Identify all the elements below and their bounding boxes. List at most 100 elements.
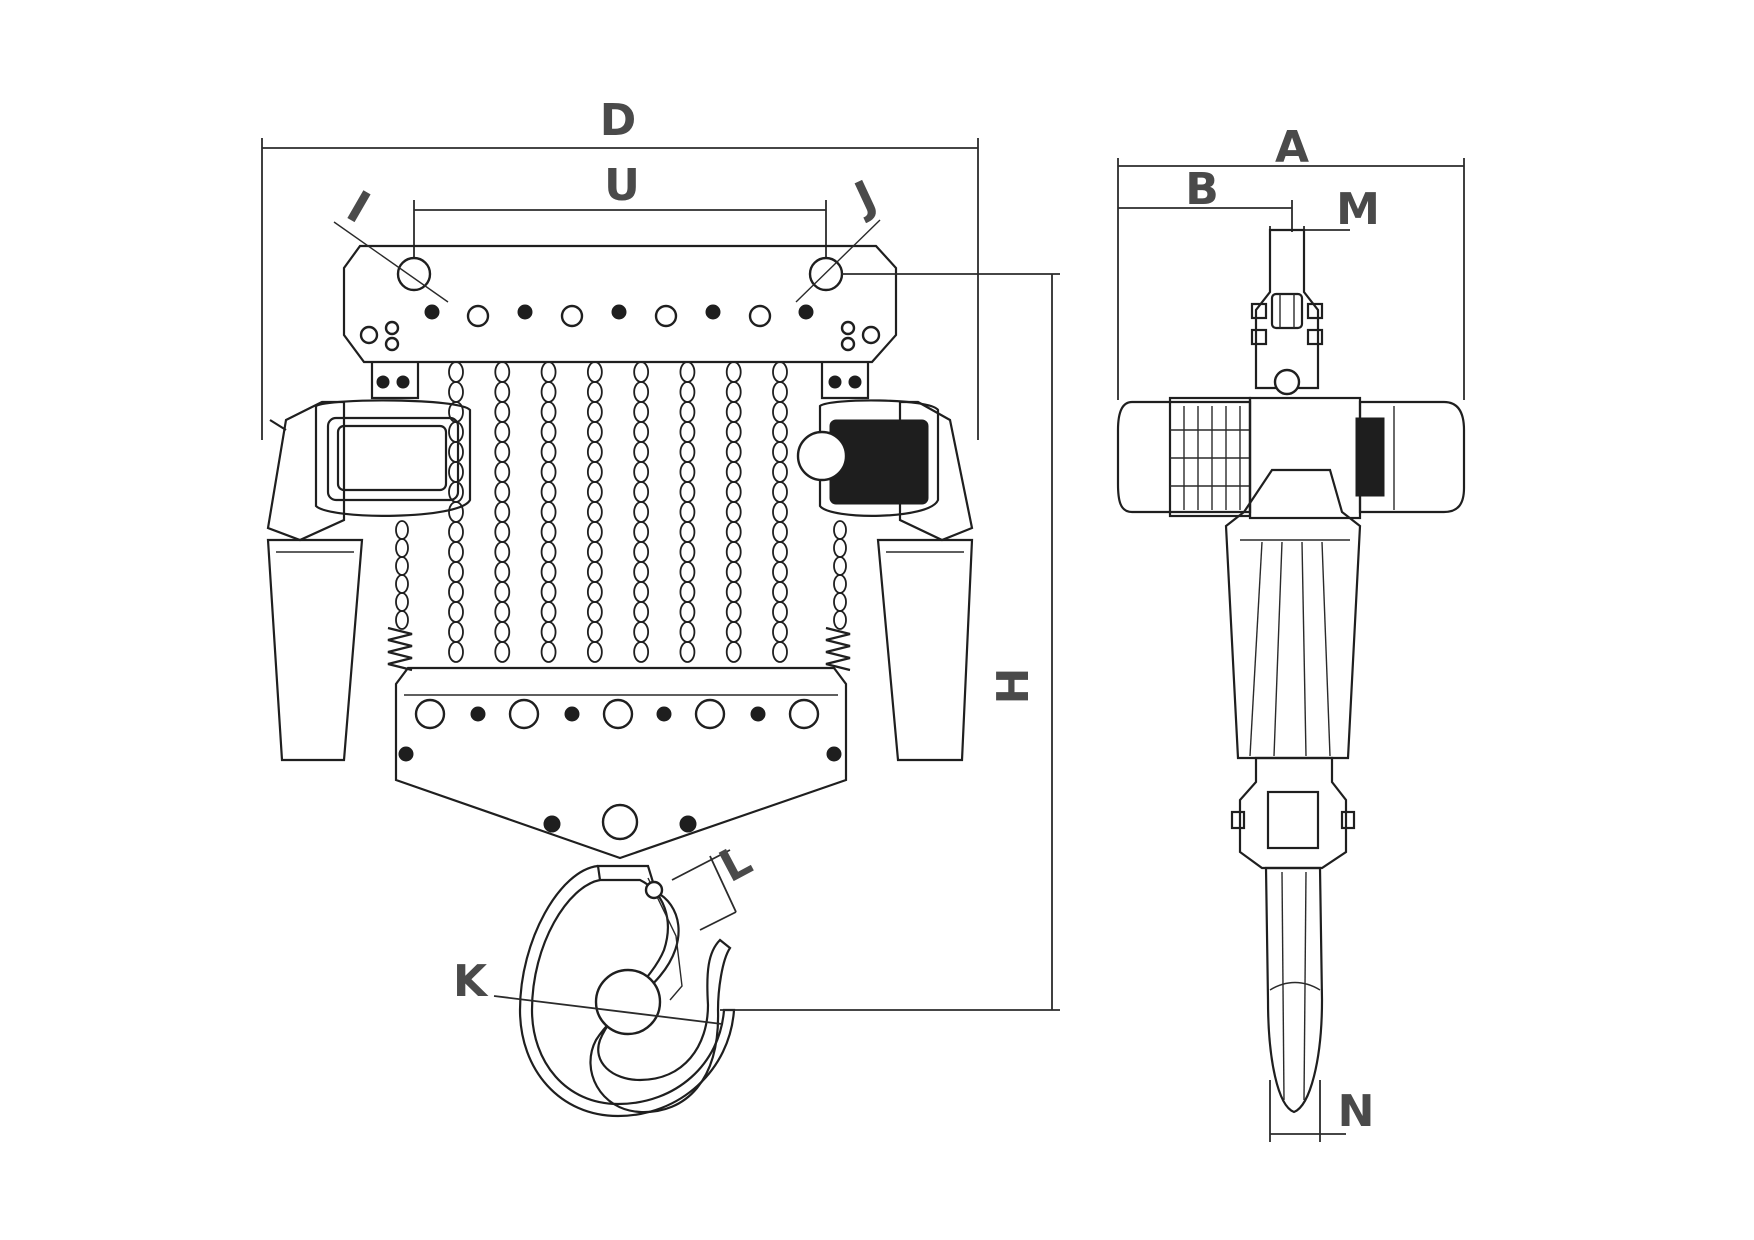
chain-link — [494, 441, 511, 463]
right-motor-unit — [796, 399, 974, 762]
chain-link — [833, 574, 847, 594]
side-chain — [395, 520, 409, 630]
dimension-a: A — [1117, 122, 1465, 400]
chain-link — [633, 561, 650, 583]
chain-link — [395, 520, 409, 540]
chain-link — [725, 581, 742, 603]
chain-link — [679, 621, 696, 643]
side-chain — [833, 520, 847, 630]
label-n: N — [1338, 1086, 1375, 1137]
side-view: A B M — [1116, 122, 1466, 1142]
chain-link — [448, 461, 464, 483]
chain-fall — [586, 361, 603, 663]
chain-link — [448, 641, 464, 663]
chain-link — [633, 441, 650, 463]
chain-link — [586, 501, 603, 523]
chain-link — [833, 520, 847, 540]
chain-link — [494, 501, 511, 523]
chain-fall — [679, 361, 696, 663]
chain-link — [772, 481, 788, 503]
chain-link — [494, 561, 511, 583]
chain-link — [586, 561, 603, 583]
chain-link — [772, 361, 788, 383]
chain-link — [725, 601, 742, 623]
chain-link — [772, 441, 788, 463]
chain-link — [494, 381, 511, 403]
chain-link — [448, 521, 464, 543]
chain-link — [679, 601, 696, 623]
dimension-d: D — [261, 95, 979, 440]
chain-link — [633, 541, 650, 563]
front-view: D U — [261, 95, 1060, 1118]
chain-link — [494, 621, 511, 643]
chain-link — [494, 601, 511, 623]
chain-link — [772, 581, 788, 603]
chain-link — [586, 461, 603, 483]
chain-link — [833, 556, 847, 576]
chain-link — [633, 381, 650, 403]
chain-link — [679, 501, 696, 523]
chain-link — [679, 401, 696, 423]
chain-link — [494, 541, 511, 563]
chain-link — [633, 601, 650, 623]
chain-link — [494, 581, 511, 603]
chain-link — [725, 541, 742, 563]
chain-link — [725, 421, 742, 443]
chain-link — [679, 481, 696, 503]
bottom-block — [394, 666, 848, 860]
chain-link — [494, 401, 511, 423]
side-chain-housing — [1224, 468, 1362, 760]
chain-link — [633, 501, 650, 523]
chain-fall — [772, 361, 788, 663]
side-bottom-hook — [1230, 756, 1356, 1114]
chain-link — [540, 641, 557, 663]
label-j: J — [845, 171, 884, 225]
label-i: I — [338, 181, 378, 233]
chain-link — [633, 401, 650, 423]
chain-link — [494, 481, 511, 503]
leader-i: I — [333, 181, 449, 303]
chain-link — [395, 538, 409, 558]
chain-link — [679, 641, 696, 663]
chain-link — [772, 601, 788, 623]
load-chains — [395, 361, 847, 663]
chain-link — [586, 421, 603, 443]
chain-link — [772, 421, 788, 443]
chain-link — [725, 621, 742, 643]
chain-link — [772, 501, 788, 523]
chain-link — [725, 461, 742, 483]
chain-link — [833, 538, 847, 558]
chain-link — [448, 561, 464, 583]
chain-link — [633, 621, 650, 643]
chain-link — [725, 501, 742, 523]
chain-link — [448, 441, 464, 463]
dimension-m: M — [1269, 184, 1380, 248]
label-a: A — [1275, 122, 1309, 173]
chain-link — [679, 461, 696, 483]
chain-link — [633, 521, 650, 543]
label-h: H — [988, 668, 1039, 705]
chain-link — [679, 561, 696, 583]
chain-link — [772, 541, 788, 563]
chain-link — [448, 381, 464, 403]
chain-link — [725, 381, 742, 403]
dimension-u: U — [413, 160, 827, 275]
chain-link — [586, 541, 603, 563]
dimension-b: B — [1118, 164, 1293, 232]
chain-link — [448, 501, 464, 523]
chain-link — [586, 601, 603, 623]
label-m: M — [1336, 184, 1380, 235]
chain-link — [772, 401, 788, 423]
chain-link — [679, 581, 696, 603]
chain-link — [494, 641, 511, 663]
chain-link — [725, 561, 742, 583]
chain-link — [494, 461, 511, 483]
chain-link — [395, 592, 409, 612]
chain-link — [540, 381, 557, 403]
load-hook — [518, 864, 736, 1118]
chain-link — [540, 581, 557, 603]
chain-link — [633, 581, 650, 603]
chain-fall — [494, 361, 511, 663]
label-u: U — [604, 160, 640, 211]
chain-link — [540, 421, 557, 443]
